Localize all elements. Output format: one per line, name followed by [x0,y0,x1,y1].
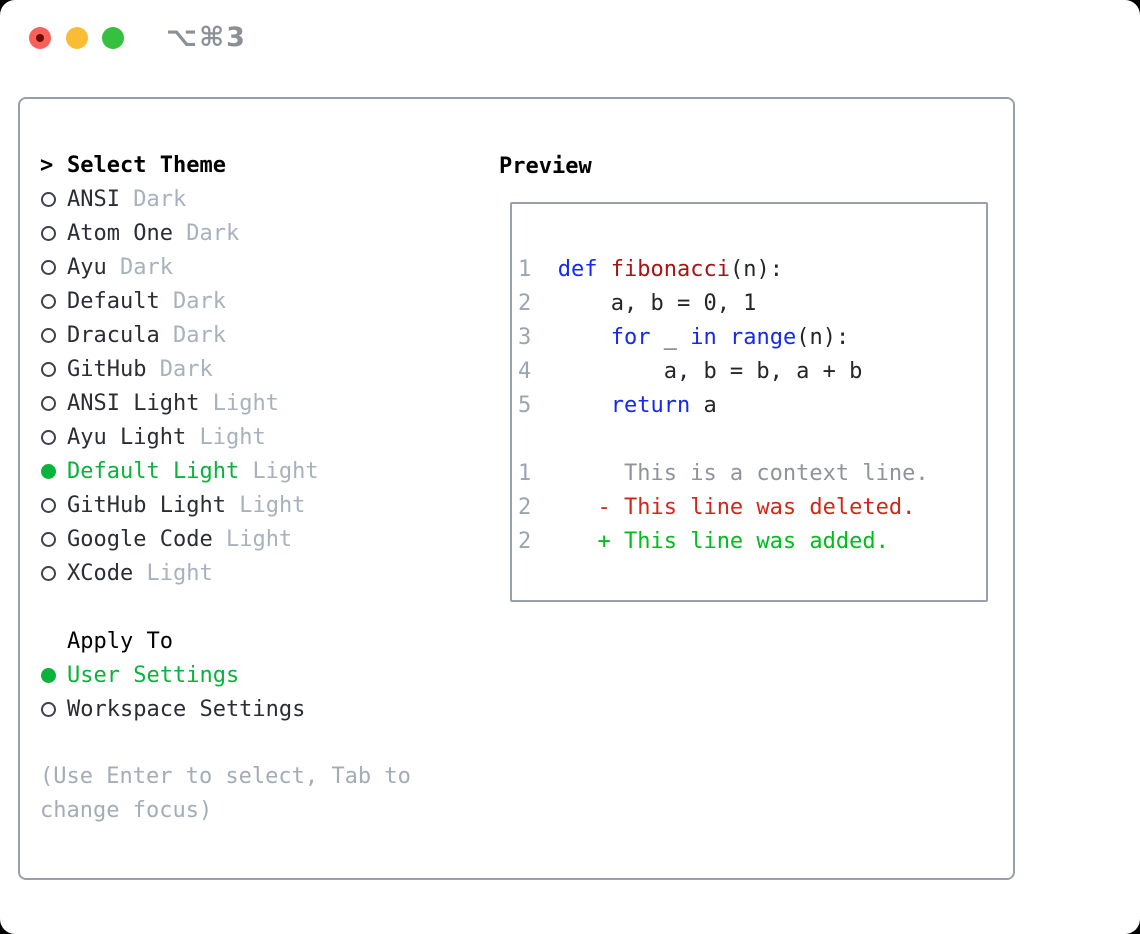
select-theme-title: Select Theme [67,152,226,178]
option-label: Default [67,288,160,314]
apply-to-header: Apply To [40,624,490,658]
option-label: Default Light [67,458,240,484]
variant-label: Light [239,492,306,518]
radio-icon [41,327,56,343]
radio-icon [41,497,56,513]
theme-item-xcode[interactable]: XCode Light [40,556,490,590]
option-label: ANSI [67,186,120,212]
spacer [40,590,490,624]
preview-box: 1 def fibonacci(n): 2 a, b = 0, 1 3 for _ … [510,202,988,602]
radio-icon [41,259,56,275]
theme-item-atom-one[interactable]: Atom One Dark [40,216,490,250]
prompt-icon: > [40,152,54,178]
code-line: 1 This is a context line. [518,461,929,486]
code-line: 1 def fibonacci(n): [518,257,783,282]
theme-item-github-light[interactable]: GitHub Light Light [40,488,490,522]
minimize-button[interactable] [66,27,88,49]
radio-icon [41,225,56,241]
theme-item-dracula[interactable]: Dracula Dark [40,318,490,352]
variant-label: Dark [186,220,240,246]
theme-item-ayu[interactable]: Ayu Dark [40,250,490,284]
code-line: 5 return a [518,393,717,418]
option-label: ANSI Light [67,390,200,416]
close-button[interactable] [29,27,51,49]
code-line: 2 a, b = 0, 1 [518,291,757,316]
radio-icon [41,531,56,547]
variant-label: Dark [172,322,226,348]
code-preview: 1 def fibonacci(n): 2 a, b = 0, 1 3 for _ … [512,204,986,559]
variant-label: Dark [133,186,187,212]
variant-label: Light [199,424,266,450]
option-label: User Settings [67,662,240,688]
radio-icon [41,701,56,717]
spacer [40,726,490,760]
theme-item-google-code[interactable]: Google Code Light [40,522,490,556]
radio-icon [41,191,56,207]
option-label: Atom One [67,220,173,246]
apply-option-workspace-settings[interactable]: Workspace Settings [40,692,490,726]
preview-title: Preview [499,154,592,179]
variant-label: Dark [172,288,226,314]
variant-label: Light [252,458,319,484]
code-line: 3 for _ in range(n): [518,325,850,350]
variant-label: Dark [159,356,213,382]
theme-item-default-light[interactable]: Default Light Light [40,454,490,488]
option-label: Ayu [67,254,107,280]
option-label: XCode [67,560,134,586]
radio-icon [41,565,56,581]
theme-item-ayu-light[interactable]: Ayu Light Light [40,420,490,454]
unsaved-dot-icon [36,34,44,42]
apply-to-title: Apply To [67,628,173,654]
select-theme-header: > Select Theme [40,148,490,182]
radio-icon [41,395,56,411]
titlebar: ⌥⌘3 [0,0,1140,76]
theme-item-github[interactable]: GitHub Dark [40,352,490,386]
radio-selected-icon [41,463,56,479]
code-line: 2 + This line was added. [518,529,889,554]
radio-icon [41,429,56,445]
option-label: Ayu Light [67,424,187,450]
theme-item-default[interactable]: Default Dark [40,284,490,318]
code-line: 2 - This line was deleted. [518,495,916,520]
radio-icon [41,293,56,309]
theme-item-ansi[interactable]: ANSI Dark [40,182,490,216]
variant-label: Light [146,560,213,586]
radio-selected-icon [41,667,56,683]
variant-label: Dark [120,254,173,280]
code-line [518,423,982,457]
option-label: Google Code [67,526,213,552]
option-label: GitHub Light [67,492,226,518]
option-label: Dracula [67,322,160,348]
theme-item-ansi-light[interactable]: ANSI Light Light [40,386,490,420]
keyboard-shortcut-label: ⌥⌘3 [166,22,247,53]
code-line: 4 a, b = b, a + b [518,359,863,384]
apply-option-user-settings[interactable]: User Settings [40,658,490,692]
hint-text: (Use Enter to select, Tab to change focu… [40,764,411,823]
option-label: GitHub [67,356,147,382]
option-label: Workspace Settings [67,696,306,722]
radio-icon [41,361,56,377]
variant-label: Light [212,390,279,416]
zoom-button[interactable] [102,27,124,49]
variant-label: Light [225,526,293,552]
